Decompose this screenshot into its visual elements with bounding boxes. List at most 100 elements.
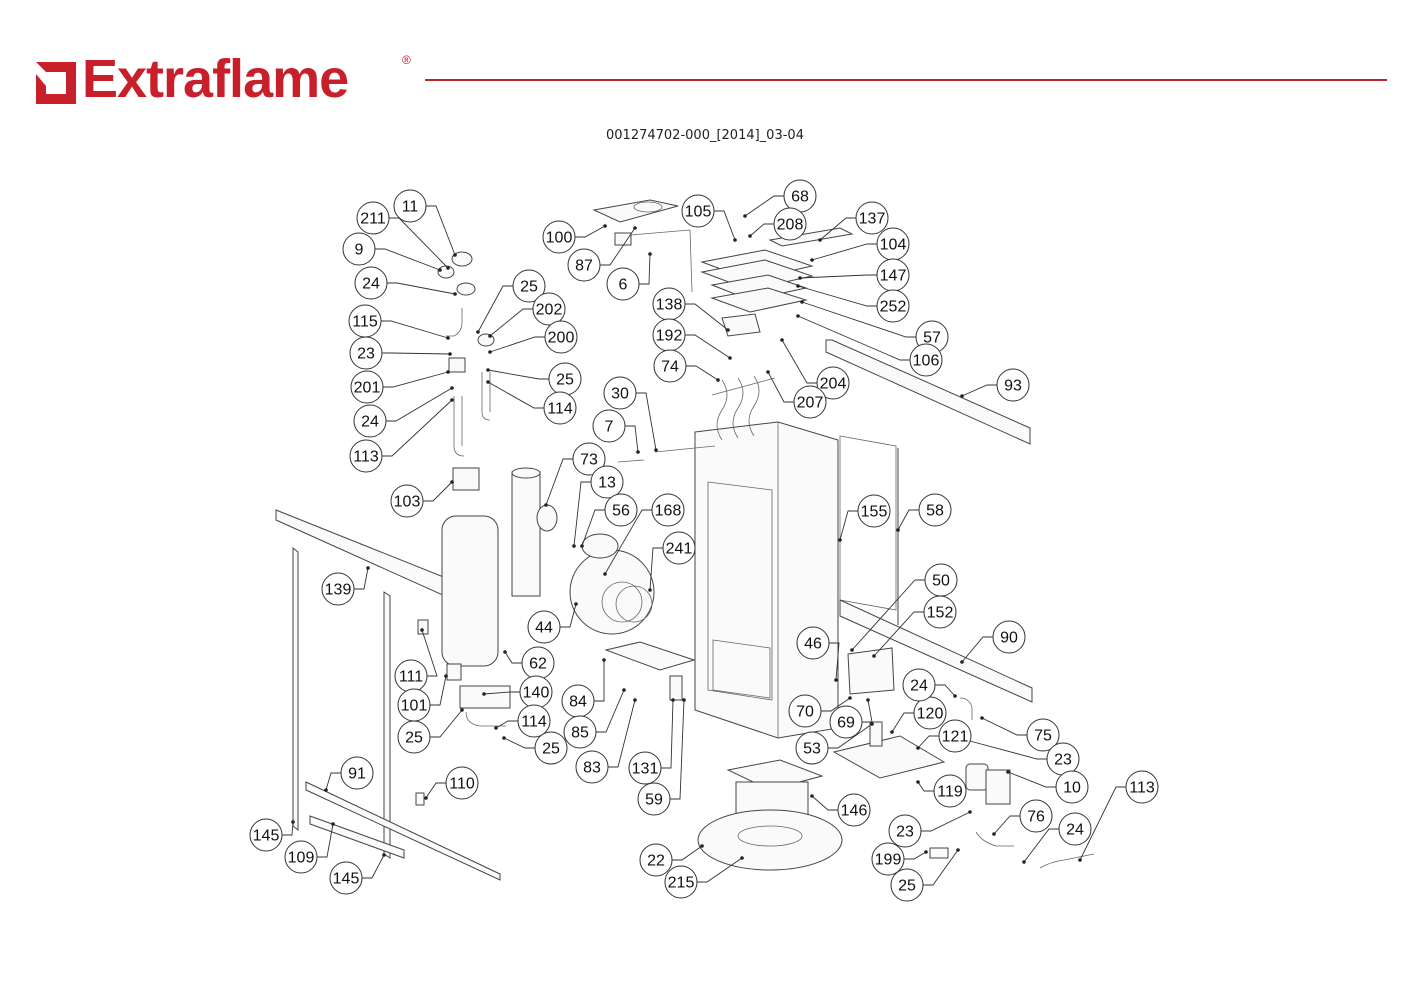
callout-22: 22: [639, 843, 673, 877]
leader-line-11: [426, 205, 456, 256]
callout-24: 24: [1058, 812, 1092, 846]
leader-line-24: [386, 387, 453, 422]
callout-number: 75: [1034, 728, 1052, 745]
leader-arrow-69: [866, 698, 870, 702]
callout-140: 140: [519, 675, 553, 709]
callout-circle: [542, 220, 576, 254]
leader-line-252: [797, 285, 877, 307]
callout-circle: [534, 731, 568, 765]
callout-circle: [353, 404, 387, 438]
callout-circle: [592, 409, 626, 443]
leader-line-139: [354, 567, 369, 590]
callout-circle: [572, 442, 606, 476]
callout-circle: [340, 756, 374, 790]
callout-number: 91: [348, 766, 366, 783]
callout-139: 139: [321, 572, 355, 606]
callout-number: 120: [917, 706, 944, 723]
leader-line-105: [714, 210, 736, 241]
callout-53: 53: [795, 731, 829, 765]
brand-logo: Extraflame: [34, 50, 349, 106]
fitting-76: [975, 831, 1014, 847]
leader-line-24: [1023, 828, 1059, 863]
leader-line-62: [504, 651, 522, 664]
leader-arrow-140: [482, 692, 486, 696]
callout-number: 9: [355, 242, 364, 259]
leader-line-207: [767, 371, 794, 403]
callout-number: 25: [556, 372, 574, 389]
callout-number: 11: [402, 199, 419, 216]
callout-24: 24: [354, 266, 388, 300]
callout-147: 147: [876, 258, 910, 292]
tray: [604, 641, 696, 671]
callout-207: 207: [793, 385, 827, 419]
callout-number: 110: [449, 776, 475, 793]
callout-58: 58: [918, 493, 952, 527]
leader-line-114: [487, 381, 544, 409]
callout-circle: [628, 751, 662, 785]
callout-204: 204: [816, 366, 850, 400]
leader-line-168: [604, 509, 652, 575]
callout-91: 91: [340, 756, 374, 790]
leader-line-58: [897, 509, 919, 531]
leader-line-25: [503, 737, 535, 749]
callout-circle: [992, 620, 1026, 654]
callout-7: 7: [592, 409, 626, 443]
callout-circle: [284, 840, 318, 874]
callout-circle: [590, 465, 624, 499]
callout-circle: [445, 766, 479, 800]
callout-24: 24: [902, 668, 936, 702]
leader-arrow-74: [716, 378, 720, 382]
callout-109: 109: [284, 840, 318, 874]
header-rule: [425, 79, 1387, 81]
leader-line-85: [596, 689, 625, 733]
callout-number: 57: [923, 330, 941, 347]
leader-line-84: [594, 660, 605, 702]
leader-arrow-58: [896, 528, 900, 532]
rail-90: [839, 599, 1033, 703]
leader-line-201: [383, 371, 449, 388]
leader-line-10: [1007, 771, 1056, 788]
leader-arrow-121: [916, 746, 920, 750]
callout-106: 106: [909, 343, 943, 377]
leader-line-59: [670, 699, 685, 800]
callout-87: 87: [567, 248, 601, 282]
callout-121: 121: [938, 719, 972, 753]
leader-line-50: [851, 579, 925, 651]
boiler-body: [694, 421, 839, 739]
leader-arrow-25: [460, 708, 464, 712]
callout-103: 103: [390, 484, 424, 518]
leader-arrow-241: [648, 588, 652, 592]
callout-circle: [249, 818, 283, 852]
callout-circle: [788, 694, 822, 728]
leader-arrow-202: [488, 334, 492, 338]
leader-line-68: [744, 195, 784, 217]
leader-arrow-110: [424, 796, 428, 800]
leader-arrow-25: [502, 736, 506, 740]
pump: [965, 763, 1011, 805]
leader-arrow-192: [728, 356, 732, 360]
callout-circle: [637, 782, 671, 816]
callout-111: 111: [394, 659, 428, 693]
callout-number: 137: [859, 211, 886, 228]
callout-circle: [603, 376, 637, 410]
callout-number: 200: [548, 330, 575, 347]
callout-number: 192: [656, 328, 683, 345]
leader-arrow-109: [331, 822, 335, 826]
callout-113: 113: [349, 439, 383, 473]
leader-line-25: [923, 849, 959, 886]
leader-line-23: [921, 811, 971, 832]
leader-arrow-113: [1078, 858, 1082, 862]
leader-line-241: [649, 547, 663, 591]
callout-circle: [390, 484, 424, 518]
leader-arrow-155: [838, 538, 842, 542]
callout-number: 121: [942, 729, 969, 746]
callout-number: 22: [647, 853, 665, 870]
leader-arrow-119: [916, 780, 920, 784]
leader-line-114: [495, 720, 518, 729]
callout-circle: [837, 793, 871, 827]
leader-line-13: [573, 481, 591, 547]
leader-line-138: [685, 303, 729, 331]
callout-circle: [816, 366, 850, 400]
callout-circle: [512, 269, 546, 303]
leader-line-202: [489, 308, 533, 337]
